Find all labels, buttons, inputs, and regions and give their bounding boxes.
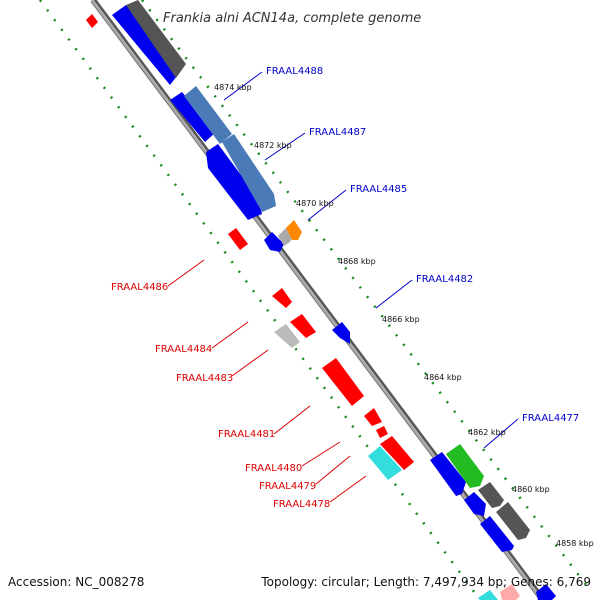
tick-label: 4870 kbp: [296, 199, 334, 208]
gene-reverse[interactable]: [322, 358, 364, 406]
gene-reverse[interactable]: [368, 446, 402, 480]
label-leader: [264, 132, 306, 161]
gene-reverse[interactable]: [228, 228, 248, 250]
label-leader: [375, 279, 413, 309]
gene-label-reverse[interactable]: FRAAL4479: [259, 481, 316, 492]
gene-reverse[interactable]: [364, 408, 382, 426]
gene-forward[interactable]: [112, 5, 180, 85]
gene-forward[interactable]: [496, 502, 530, 540]
label-leader: [211, 321, 249, 349]
gene-label-reverse[interactable]: FRAAL4478: [273, 499, 330, 510]
gene-forward[interactable]: [480, 516, 514, 552]
label-leader: [231, 349, 269, 377]
gene-forward[interactable]: [286, 220, 302, 240]
tick-label: 4868 kbp: [338, 257, 376, 266]
gene-reverse[interactable]: [290, 314, 316, 338]
gene-label-reverse[interactable]: FRAAL4486: [111, 282, 168, 293]
gene-forward[interactable]: [184, 86, 232, 144]
outer-guide-line: [141, 0, 591, 591]
gene-label-reverse[interactable]: FRAAL4481: [218, 429, 275, 440]
gene-forward[interactable]: [126, 0, 186, 78]
gene-forward[interactable]: [446, 444, 484, 488]
gene-forward[interactable]: [478, 590, 498, 600]
label-leader: [315, 455, 351, 485]
tick-label: 4874 kbp: [214, 83, 252, 92]
gene-reverse[interactable]: [272, 288, 292, 308]
gene-forward[interactable]: [536, 584, 556, 600]
gene-label-forward[interactable]: FRAAL4487: [309, 127, 366, 138]
label-leader: [273, 405, 311, 435]
gene-label-forward[interactable]: FRAAL4485: [350, 184, 407, 195]
tick-label: 4864 kbp: [424, 373, 462, 382]
gene-reverse[interactable]: [86, 14, 98, 28]
gene-label-reverse[interactable]: FRAAL4480: [245, 463, 302, 474]
gene-forward[interactable]: [500, 584, 520, 600]
accession-label: Accession: NC_008278: [8, 575, 144, 589]
tick-label: 4860 kbp: [512, 485, 550, 494]
gene-forward[interactable]: [222, 134, 276, 212]
label-leader: [301, 441, 341, 467]
tick-label: 4862 kbp: [468, 428, 506, 437]
tick-label: 4866 kbp: [382, 315, 420, 324]
gene-label-forward[interactable]: FRAAL4488: [266, 66, 323, 77]
gene-reverse[interactable]: [380, 436, 414, 470]
inner-guide-line: [38, 0, 482, 600]
gene-forward[interactable]: [478, 482, 504, 508]
gene-forward[interactable]: [206, 144, 262, 220]
label-leader: [167, 259, 205, 287]
gene-forward[interactable]: [170, 92, 216, 142]
gene-label-reverse[interactable]: FRAAL4484: [155, 344, 212, 355]
gene-forward[interactable]: [332, 322, 350, 344]
label-leader: [329, 475, 367, 503]
tick-label: 4872 kbp: [254, 141, 292, 150]
gene-reverse[interactable]: [376, 426, 388, 438]
gene-label-reverse[interactable]: FRAAL4483: [176, 373, 233, 384]
label-leader: [307, 189, 347, 221]
map-title: Frankia alni ACN14a, complete genome: [163, 11, 421, 26]
tick-label: 4858 kbp: [556, 539, 594, 548]
gene-label-forward[interactable]: FRAAL4482: [416, 274, 473, 285]
label-leader: [223, 71, 263, 101]
gene-forward[interactable]: [430, 452, 466, 496]
gene-reverse[interactable]: [274, 324, 300, 348]
gene-label-forward[interactable]: FRAAL4477: [522, 413, 579, 424]
genome-summary: Topology: circular; Length: 7,497,934 bp…: [260, 575, 591, 589]
gene-forward[interactable]: [264, 232, 284, 252]
label-leader: [483, 418, 519, 449]
gene-forward[interactable]: [464, 492, 486, 516]
